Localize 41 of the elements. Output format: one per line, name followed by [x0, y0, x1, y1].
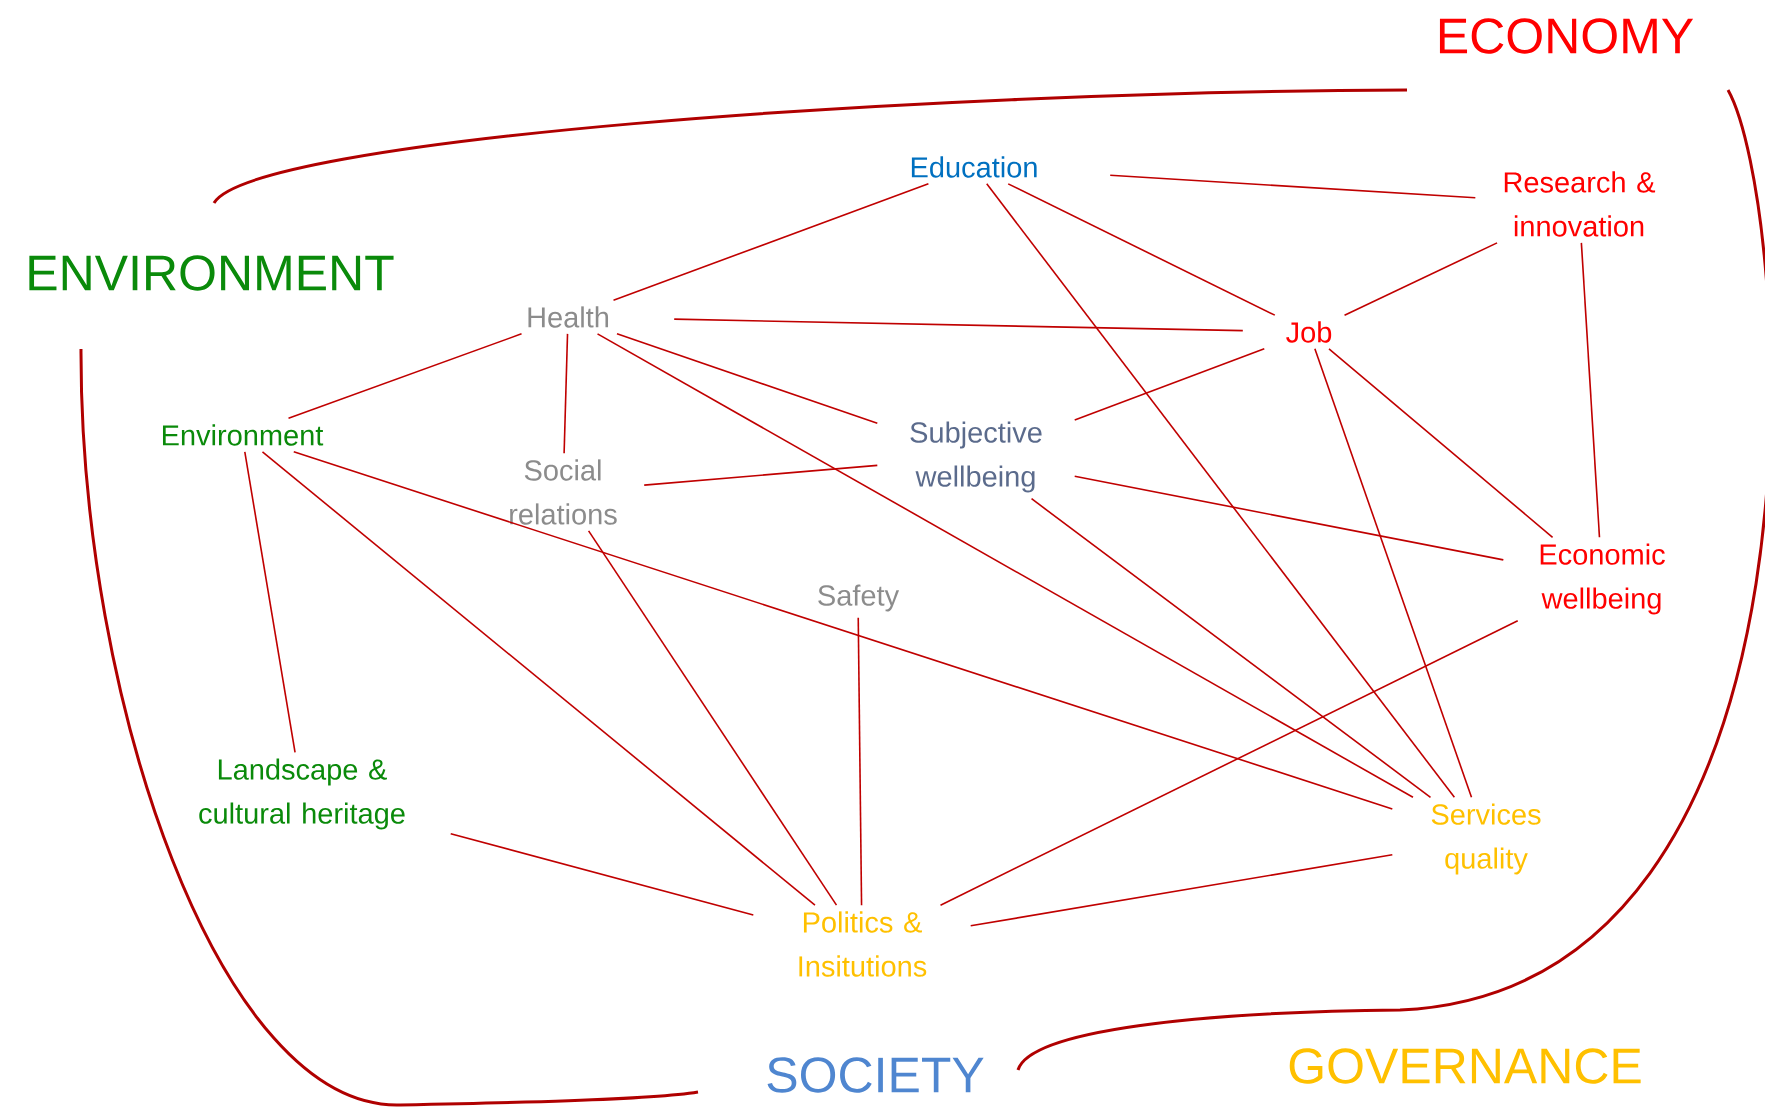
domain-heading: ENVIRONMENT: [29, 255, 394, 291]
connector-line: [1343, 242, 1498, 316]
connector-line: [857, 616, 863, 906]
topic-label: Research & innovation: [1504, 171, 1656, 237]
connector-line: [1580, 242, 1601, 539]
domain-heading: ECONOMY: [1439, 18, 1694, 54]
connector-line: [616, 333, 879, 425]
connector-line: [292, 451, 1394, 810]
connector-line: [1007, 183, 1276, 316]
topic-label: Landscape & cultural heritage: [199, 758, 405, 830]
connector-line: [939, 619, 1519, 906]
connector-line: [1109, 174, 1477, 199]
connector-line: [1328, 348, 1554, 539]
connector-line: [969, 853, 1394, 927]
connector-line: [587, 530, 838, 906]
connector-line: [673, 318, 1244, 332]
connector-line: [1073, 348, 1266, 421]
topic-label: Politics & Insitutions: [799, 911, 927, 977]
connector-line: [287, 333, 523, 419]
connector-line: [596, 333, 1414, 799]
connector-line: [244, 451, 296, 754]
connector-line: [449, 833, 755, 916]
connector-line: [643, 464, 879, 486]
topic-label: Services quality: [1431, 803, 1541, 875]
connector-line: [261, 451, 816, 906]
connector-line: [612, 183, 930, 301]
topic-label: Economic wellbeing: [1540, 543, 1665, 615]
connector-line: [985, 183, 1456, 799]
topic-label: Education: [911, 156, 1037, 178]
topic-label: Safety: [818, 584, 900, 612]
domain-heading: SOCIETY: [767, 1057, 984, 1093]
connector-line: [1314, 348, 1473, 799]
connector-line: [1030, 497, 1432, 799]
connector-line: [1073, 475, 1505, 561]
connector-line: [563, 333, 569, 454]
topic-label: Environment: [163, 424, 324, 446]
topic-label: Health: [528, 306, 608, 328]
domain-heading: GOVERNANCE: [1289, 1048, 1641, 1084]
topic-label: Subjective wellbeing: [910, 421, 1042, 493]
topic-label: Social relations: [510, 459, 617, 525]
topic-label: Job: [1286, 321, 1332, 343]
